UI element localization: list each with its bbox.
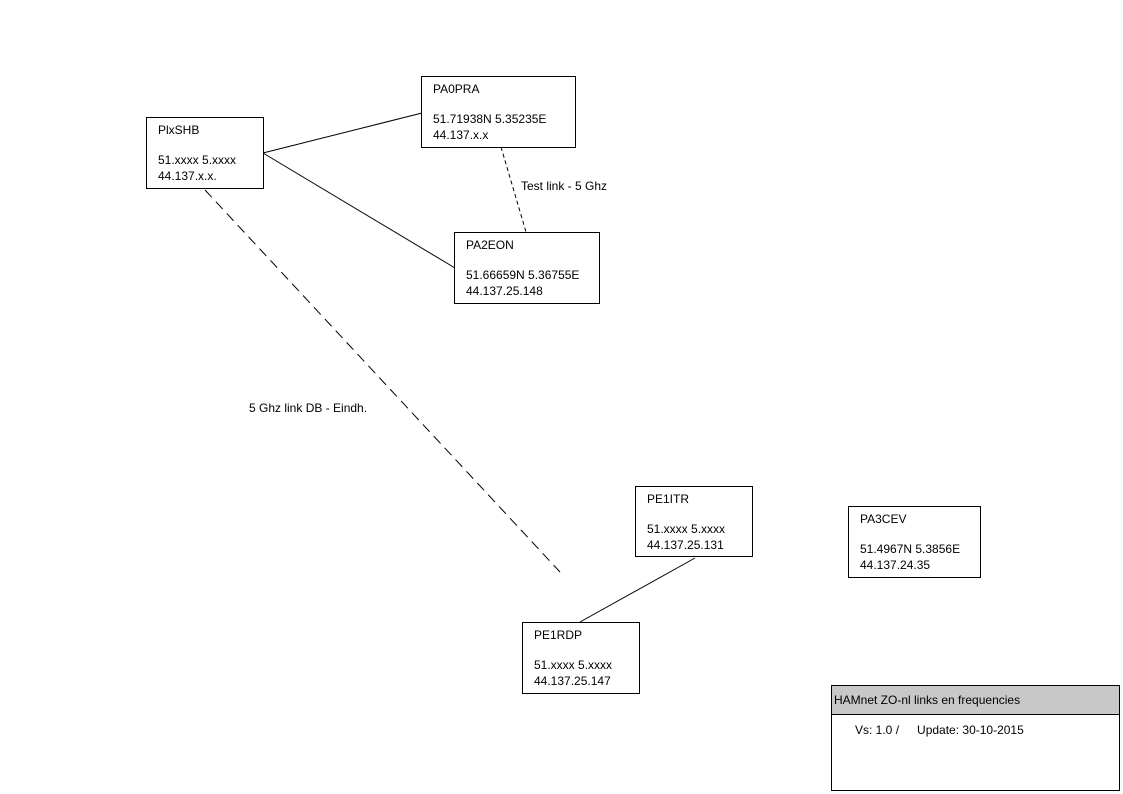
- node-ip: 44.137.25.131: [647, 538, 724, 552]
- node-coordinates: 51.xxxx 5.xxxx: [158, 153, 237, 167]
- legend-update: Update: 30-10-2015: [917, 723, 1024, 737]
- node-ip: 44.137.x.x: [433, 128, 489, 142]
- node-name: PE1ITR: [647, 492, 690, 506]
- node-ip: 44.137.x.x.: [158, 169, 217, 183]
- node-name: PlxSHB: [158, 123, 200, 137]
- link-plxshb-pa0pra: [262, 112, 423, 154]
- link-plxshb-pe1rdp-dashed: [204, 189, 561, 573]
- link-label-test: Test link - 5 Ghz: [521, 179, 608, 193]
- legend-version-row: Vs: 1.0 / Update: 30-10-2015: [832, 715, 1119, 737]
- node-pa2eon: PA2EON 51.66659N 5.36755E 44.137.25.148: [454, 232, 600, 304]
- node-name: PA0PRA: [433, 82, 480, 96]
- link-pa0pra-pa2eon-test: [500, 146, 527, 233]
- node-name: PE1RDP: [534, 628, 583, 642]
- node-name: PA2EON: [466, 238, 514, 252]
- legend-version: Vs: 1.0 /: [855, 723, 900, 737]
- node-coordinates: 51.66659N 5.36755E: [466, 268, 580, 282]
- node-name: PA3CEV: [860, 512, 907, 526]
- node-pe1rdp: PE1RDP 51.xxxx 5.xxxx 44.137.25.147: [522, 622, 640, 694]
- node-plxshb: PlxSHB 51.xxxx 5.xxxx 44.137.x.x.: [146, 117, 264, 189]
- node-coordinates: 51.xxxx 5.xxxx: [534, 658, 613, 672]
- link-pe1itr-pe1rdp: [579, 557, 696, 623]
- node-coordinates: 51.xxxx 5.xxxx: [647, 522, 726, 536]
- legend-title: HAMnet ZO-nl links en frequencies: [832, 686, 1119, 715]
- node-coordinates: 51.4967N 5.3856E: [860, 542, 961, 556]
- node-ip: 44.137.25.147: [534, 674, 611, 688]
- node-pe1itr: PE1ITR 51.xxxx 5.xxxx 44.137.25.131: [635, 486, 753, 557]
- legend-box: HAMnet ZO-nl links en frequencies Vs: 1.…: [831, 685, 1120, 791]
- node-pa3cev: PA3CEV 51.4967N 5.3856E 44.137.24.35: [848, 506, 981, 578]
- link-plxshb-pa2eon: [262, 152, 456, 269]
- node-coordinates: 51.71938N 5.35235E: [433, 112, 547, 126]
- node-ip: 44.137.25.148: [466, 284, 543, 298]
- node-pa0pra: PA0PRA 51.71938N 5.35235E 44.137.x.x: [421, 76, 576, 148]
- link-label-5ghz-db-eindh: 5 Ghz link DB - Eindh.: [249, 401, 368, 415]
- node-ip: 44.137.24.35: [860, 558, 931, 572]
